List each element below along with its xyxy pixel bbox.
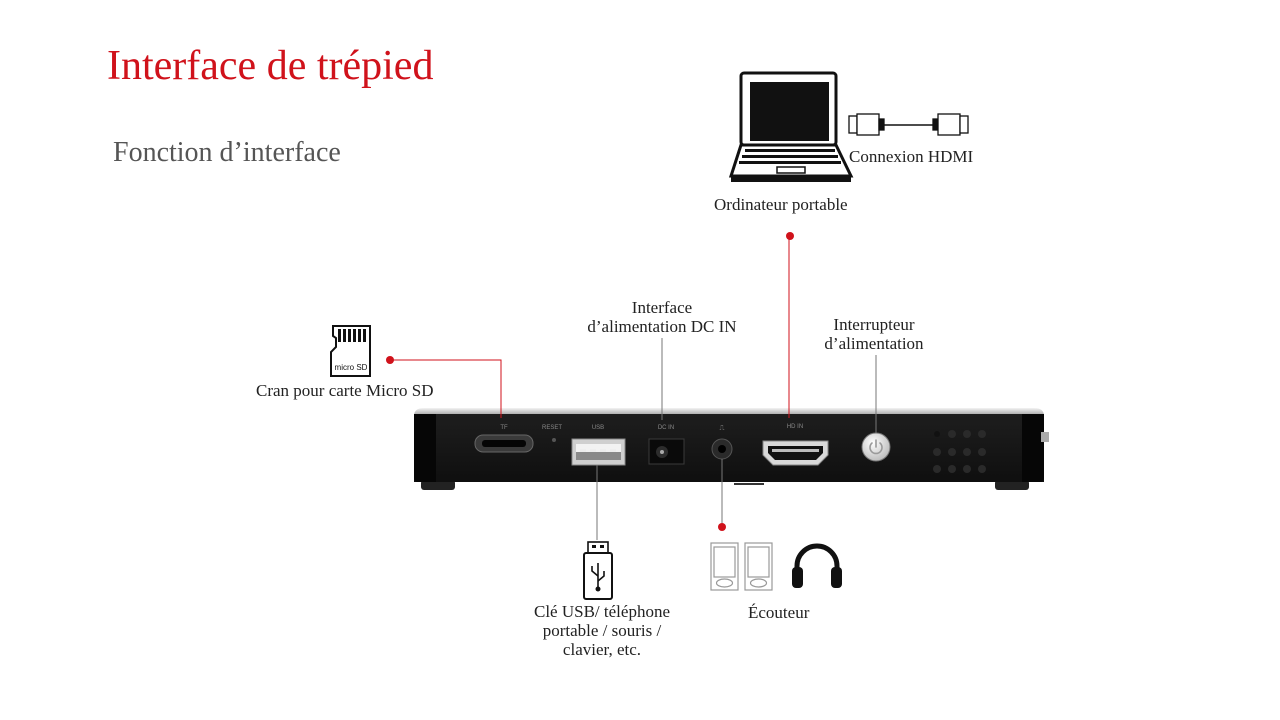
speaker-grille	[933, 430, 986, 473]
usb-label-line-3: clavier, etc.	[562, 640, 642, 659]
reset-button: RESET	[542, 425, 562, 442]
tf-slot: TF	[474, 425, 534, 453]
hdmi-port-label: HD IN	[787, 424, 803, 430]
hdmi-port: HD IN	[762, 424, 829, 466]
usb-port: USB	[571, 425, 626, 466]
phone-icon	[710, 542, 773, 591]
page-title: Interface de trépied	[107, 43, 434, 89]
laptop-icon	[728, 71, 854, 182]
dc-in-label-line-2: d’alimentation DC IN	[587, 317, 737, 336]
usb-label: Clé USB/ téléphone portable / souris / c…	[512, 602, 692, 659]
micro-sd-label: Cran pour carte Micro SD	[256, 381, 434, 400]
dc-in-port-label: DC IN	[658, 425, 674, 431]
tf-port-label: TF	[500, 425, 508, 431]
micro-sd-icon: micro SD	[330, 325, 371, 377]
power-switch-label-line-2: d’alimentation	[824, 334, 924, 353]
usb-port-label: USB	[592, 425, 604, 431]
usb-label-line-2: portable / souris /	[542, 621, 662, 640]
earphone-label: Écouteur	[748, 603, 810, 622]
laptop-label: Ordinateur portable	[714, 195, 848, 214]
page-subtitle: Fonction d’interface	[113, 137, 341, 168]
usb-drive-icon	[583, 541, 613, 600]
leader-lines	[391, 236, 877, 540]
hdmi-connection-label: Connexion HDMI	[849, 147, 974, 166]
dc-in-label-line-1: Interface	[631, 298, 693, 317]
callout-dots	[386, 232, 794, 531]
power-switch-label: Interrupteur d’alimentation	[796, 315, 952, 353]
micro-sd-card-text: micro SD	[335, 363, 368, 372]
usb-label-line-1: Clé USB/ téléphone	[534, 602, 670, 621]
audio-port-label: ⎍	[720, 424, 725, 432]
reset-port-label: RESET	[542, 425, 562, 431]
power-switch-label-line-1: Interrupteur	[833, 315, 915, 334]
headphones-icon	[792, 543, 842, 588]
dc-in-port: DC IN	[648, 425, 685, 465]
power-icon	[869, 439, 883, 455]
dc-in-label: Interface d’alimentation DC IN	[562, 298, 762, 336]
hdmi-cable-icon	[848, 113, 969, 136]
power-button	[861, 432, 891, 462]
